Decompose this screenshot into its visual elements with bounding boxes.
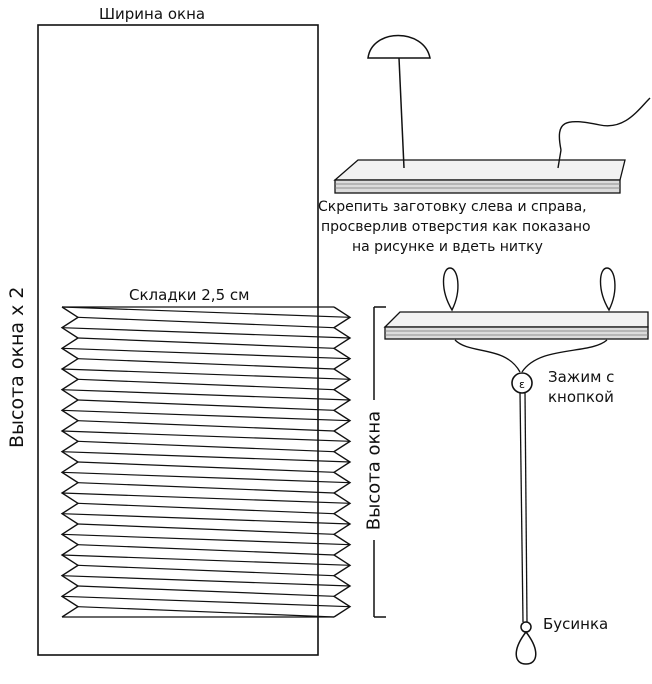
pleat-fold-down [61,595,351,608]
pleat-fold-up [77,358,335,370]
instruction-line-2: просверлив отверстия как показано [321,219,591,235]
pleat-fold-down [61,513,351,525]
bead-label: Бусинка [543,615,609,633]
pleat-fold-up [77,440,335,453]
pleat-fold-down [61,327,351,339]
pleat-fold-down [61,575,351,587]
pleat-fold-down [61,554,351,566]
pleat-fold-up [77,482,335,494]
pleat-fold-up [77,523,335,535]
pleat-fold-up [77,544,335,556]
pleat-fold-down [61,368,351,380]
pleat-left-edge [60,306,80,618]
cords [454,339,608,623]
pleat-fold-up [77,316,335,329]
instruction-line-3: на рисунке и вдеть нитку [352,239,543,255]
bead [515,621,537,665]
instruction-line-1: Скрепить заготовку слева и справа, [318,199,587,215]
loop-left [442,267,459,312]
window-height-label: Высота окна [363,410,385,531]
board-top [333,159,626,194]
pleat-fold-up [77,461,335,473]
window-height-x2-label: Высота окна х 2 [6,286,28,448]
pleat-fold-up [77,378,335,391]
pleat-fold-down [61,533,351,546]
pleat-fold-up [77,564,335,577]
pleat-fold-down [61,347,351,360]
pleat-fold-up [77,399,335,411]
pleat-fold-up [77,606,335,618]
fabric-sheet [37,24,319,656]
pleat-fold-up [77,585,335,597]
board-bottom [383,311,649,340]
thread-right-top [557,97,651,169]
pleat-fold-down [61,430,351,442]
pleat-fold-down [61,306,351,318]
window-width-label: Ширина окна [99,5,206,23]
pleat-fold-down [61,389,351,401]
pleats-label: Складки 2,5 см [129,286,250,304]
pleat-fold-up [77,502,335,515]
pleat-fold-up [77,337,335,349]
pleat-fold-up [77,420,335,432]
svg-text:ε: ε [519,378,525,391]
pleat-fold-down [61,492,351,504]
clip-label-line-2: кнопкой [548,388,614,406]
clip-with-button: ε [511,372,533,394]
pleat-fold-down [61,471,351,484]
loop-right [599,267,616,312]
clip-label-line-1: Зажим с [548,368,615,386]
pleat-fold-down [61,451,351,463]
pleated-fabric [60,306,352,618]
pleat-fold-down [61,409,351,422]
window-height-bracket [373,306,386,618]
thread-loop-top [367,34,431,169]
